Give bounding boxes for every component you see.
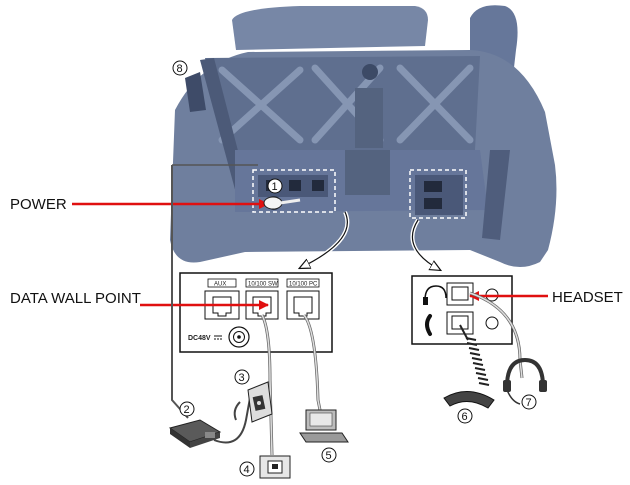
right-port-panel [411, 275, 513, 345]
power-label: POWER [10, 196, 67, 213]
handset-coil-cord [459, 324, 490, 386]
svg-text:1: 1 [272, 181, 278, 193]
headset-port [446, 282, 474, 306]
handset-icon [443, 391, 495, 409]
svg-text:5: 5 [326, 450, 332, 462]
svg-text:2: 2 [184, 404, 190, 416]
dc-label: DC48V [188, 335, 211, 342]
handset-port [446, 311, 474, 335]
headset-label: HEADSET [552, 289, 623, 306]
callout-5: 5 [321, 447, 337, 463]
left-port-panel: AUX 10/100 SW 10/100 PC DC48V [179, 272, 333, 353]
svg-text:6: 6 [462, 411, 468, 423]
callout-3: 3 [234, 369, 250, 385]
power-adapter-icon [168, 419, 222, 448]
svg-text:8: 8 [177, 63, 183, 75]
aux-port-label: AUX [214, 282, 226, 288]
computer-icon [299, 409, 349, 443]
power-plug [263, 196, 283, 210]
callout-6: 6 [457, 408, 473, 424]
phone-back-housing [170, 5, 557, 267]
pc-port-label: 10/100 PC [289, 282, 318, 288]
ethernet-jack-icon [259, 455, 291, 479]
svg-text:7: 7 [526, 397, 532, 409]
callout-4: 4 [239, 461, 255, 477]
sw-port-label: 10/100 SW [248, 282, 278, 288]
headset-port-icon [424, 285, 447, 301]
svg-text:4: 4 [244, 464, 250, 476]
handset-port-icon [425, 314, 432, 336]
svg-text:3: 3 [239, 372, 245, 384]
aux-port-label-box [207, 278, 237, 288]
callout-1: 1 [267, 178, 283, 194]
wall-outlet-icon [247, 381, 273, 423]
callout-8: 8 [172, 60, 188, 76]
port-highlight-left [252, 169, 336, 213]
data-wall-point-label: DATA WALL POINT [10, 290, 141, 307]
callout-7: 7 [521, 394, 537, 410]
pc-port [286, 290, 320, 320]
port-highlight-right [409, 169, 467, 219]
callout-2: 2 [179, 401, 195, 417]
headset-icon [503, 357, 547, 405]
